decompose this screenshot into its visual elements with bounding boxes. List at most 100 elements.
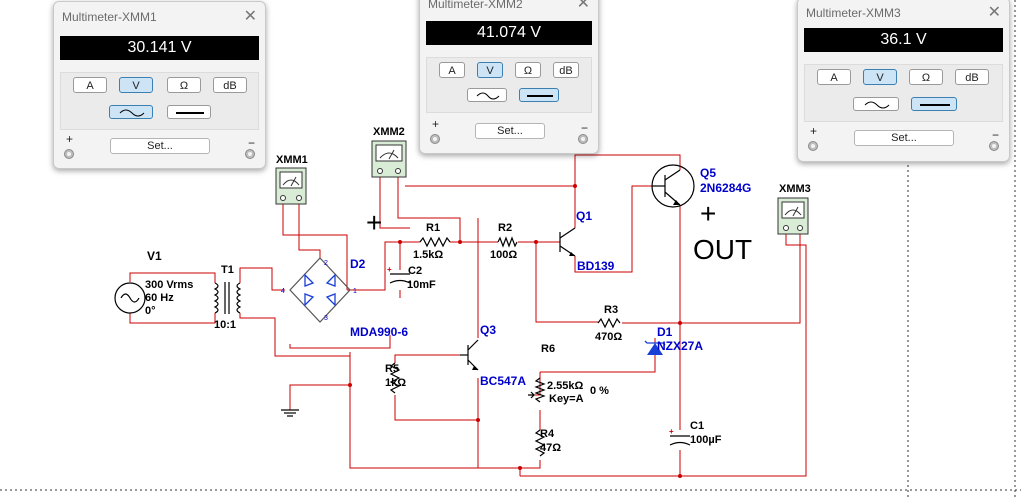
ac-mode-button[interactable] <box>467 88 507 102</box>
ohmmeter-mode-button[interactable]: Ω <box>515 62 541 78</box>
voltage-reading: 30.141 V <box>60 36 259 60</box>
xmm1-probe[interactable]: XMM1 <box>275 154 308 205</box>
svg-text:Q1: Q1 <box>576 209 592 223</box>
svg-text:XMM3: XMM3 <box>779 183 811 195</box>
negative-terminal-label: − <box>991 128 999 142</box>
dc-line-icon <box>920 104 950 106</box>
svg-text:100Ω: 100Ω <box>490 249 517 261</box>
svg-text:Q5: Q5 <box>700 166 716 180</box>
positive-terminal[interactable] <box>430 134 440 144</box>
junction-dots <box>348 184 682 478</box>
svg-text:+: + <box>366 207 382 238</box>
multimeter-xmm3-window[interactable]: Multimeter-XMM3 ✕ 36.1 V A V Ω dB + − Se… <box>797 0 1010 162</box>
mode-panel: A V Ω dB <box>426 57 592 113</box>
decibel-mode-button[interactable]: dB <box>955 69 989 85</box>
svg-text:3: 3 <box>324 315 328 322</box>
xmm2-probe[interactable]: XMM2 + <box>366 126 407 238</box>
svg-text:BD139: BD139 <box>577 259 615 273</box>
voltmeter-mode-button[interactable]: V <box>863 69 897 85</box>
svg-text:47Ω: 47Ω <box>540 442 561 454</box>
d2-bridge-rectifier[interactable]: D2 MDA990-6 2 4 1 3 <box>281 257 408 339</box>
positive-terminal-label: + <box>810 124 818 138</box>
svg-text:XMM2: XMM2 <box>373 126 405 138</box>
ammeter-mode-button[interactable]: A <box>73 77 107 93</box>
set-button[interactable]: Set... <box>854 130 954 146</box>
sine-wave-icon <box>476 92 500 100</box>
negative-terminal[interactable] <box>989 141 999 151</box>
ac-mode-button[interactable] <box>109 105 153 119</box>
svg-text:0 %: 0 % <box>590 385 609 397</box>
ac-mode-button[interactable] <box>853 97 899 111</box>
svg-text:10mF: 10mF <box>407 279 436 291</box>
q5-transistor[interactable]: Q5 2N6284G + OUT <box>651 164 752 265</box>
r5-resistor[interactable]: R5 1kΩ <box>385 362 406 394</box>
svg-text:Q3: Q3 <box>480 323 496 337</box>
r4-resistor[interactable]: R4 47Ω <box>534 428 561 457</box>
negative-terminal[interactable] <box>578 134 588 144</box>
q1-transistor[interactable]: Q1 BD139 <box>559 209 615 273</box>
svg-text:300 Vrms: 300 Vrms <box>145 279 193 291</box>
svg-text:BC547A: BC547A <box>480 374 526 388</box>
svg-text:1kΩ: 1kΩ <box>385 377 406 389</box>
d1-zener-diode[interactable]: D1 NZX27A <box>644 325 703 355</box>
svg-text:R1: R1 <box>426 222 440 234</box>
t1-transformer[interactable]: T1 10:1 <box>213 264 242 331</box>
q3-transistor[interactable]: Q3 BC547A <box>460 323 526 388</box>
svg-text:Key=A: Key=A <box>549 393 584 405</box>
multimeter-xmm1-window[interactable]: Multimeter-XMM1 ✕ 30.141 V A V Ω dB + − … <box>53 1 266 169</box>
decibel-mode-button[interactable]: dB <box>213 77 247 93</box>
ammeter-mode-button[interactable]: A <box>439 62 465 78</box>
set-button[interactable]: Set... <box>475 123 545 139</box>
svg-text:D2: D2 <box>350 257 366 271</box>
positive-terminal[interactable] <box>808 141 818 151</box>
svg-text:R3: R3 <box>604 304 618 316</box>
dc-line-icon <box>176 112 204 114</box>
dc-mode-button[interactable] <box>911 97 957 111</box>
window-title: Multimeter-XMM1 <box>62 10 157 24</box>
svg-text:OUT: OUT <box>693 234 752 265</box>
dc-mode-button[interactable] <box>519 88 559 102</box>
voltmeter-mode-button[interactable]: V <box>477 62 503 78</box>
close-icon[interactable]: ✕ <box>987 4 1001 21</box>
voltmeter-mode-button[interactable]: V <box>119 77 153 93</box>
v1-source[interactable]: 300 Vrms 60 Hz 0° V1 <box>114 249 193 317</box>
ammeter-mode-button[interactable]: A <box>817 69 851 85</box>
wires <box>129 154 807 477</box>
positive-terminal-label: + <box>432 117 440 131</box>
sine-wave-icon <box>864 101 890 109</box>
voltage-reading: 36.1 V <box>804 28 1003 52</box>
svg-text:+: + <box>387 265 392 274</box>
r3-resistor[interactable]: R3 470Ω <box>595 304 622 343</box>
c2-capacitor[interactable]: + C2 10mF <box>387 265 436 291</box>
xmm3-probe[interactable]: XMM3 <box>777 183 811 235</box>
r6-potentiometer[interactable]: R6 2.55kΩ Key=A 0 % <box>528 343 609 405</box>
mode-panel: A V Ω dB <box>804 64 1003 122</box>
svg-text:+: + <box>669 427 674 436</box>
negative-terminal-label: − <box>580 121 588 135</box>
svg-text:470Ω: 470Ω <box>595 331 622 343</box>
c1-capacitor[interactable]: + C1 100µF <box>669 420 722 446</box>
close-icon[interactable]: ✕ <box>576 0 590 12</box>
multimeter-xmm2-window[interactable]: Multimeter-XMM2 ✕ 41.074 V A V Ω dB + − … <box>419 0 599 154</box>
svg-text:R4: R4 <box>540 428 555 440</box>
mode-panel: A V Ω dB <box>60 72 259 130</box>
set-button[interactable]: Set... <box>110 138 210 154</box>
svg-text:2.55kΩ: 2.55kΩ <box>547 380 584 392</box>
dc-mode-button[interactable] <box>167 105 211 119</box>
voltage-reading: 41.074 V <box>426 21 592 45</box>
r2-resistor[interactable]: R2 100Ω <box>490 222 518 261</box>
svg-text:NZX27A: NZX27A <box>657 339 703 353</box>
dc-line-icon <box>527 95 553 97</box>
negative-terminal[interactable] <box>245 149 255 159</box>
svg-text:2N6284G: 2N6284G <box>700 181 751 195</box>
r1-resistor[interactable]: R1 1.5kΩ <box>413 222 451 261</box>
svg-text:V1: V1 <box>147 249 162 263</box>
ohmmeter-mode-button[interactable]: Ω <box>167 77 201 93</box>
svg-text:D1: D1 <box>657 325 673 339</box>
close-icon[interactable]: ✕ <box>243 8 257 25</box>
decibel-mode-button[interactable]: dB <box>553 62 579 78</box>
positive-terminal[interactable] <box>64 149 74 159</box>
ohmmeter-mode-button[interactable]: Ω <box>909 69 943 85</box>
negative-terminal-label: − <box>247 136 255 150</box>
